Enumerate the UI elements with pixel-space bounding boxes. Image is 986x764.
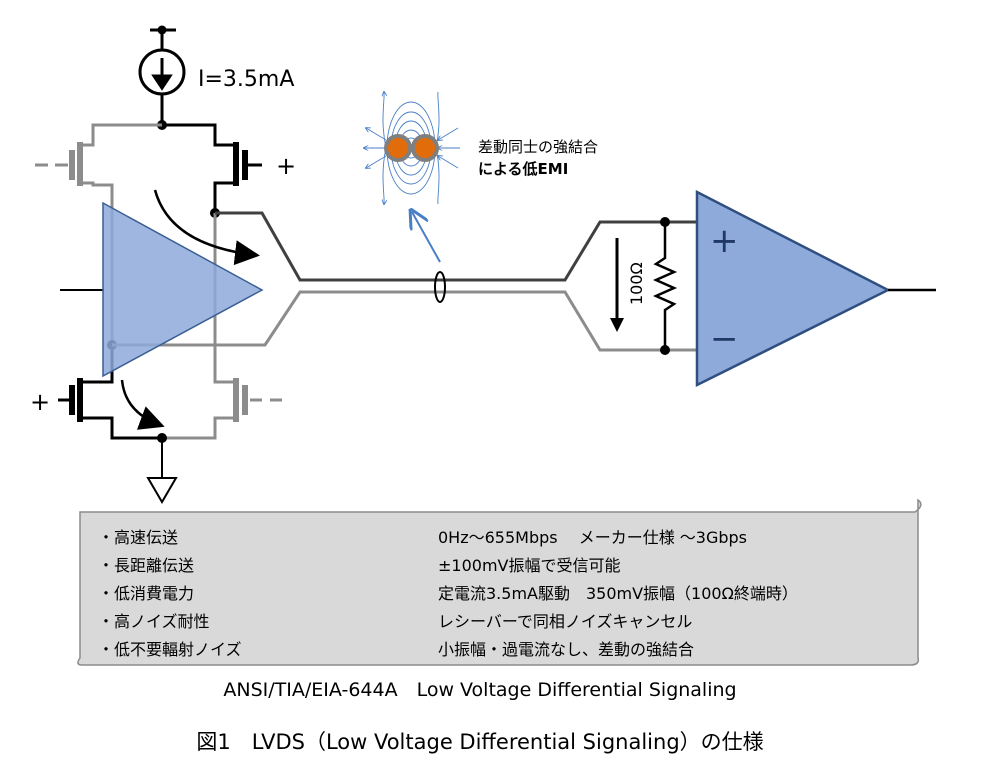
driver-triangle: [102, 201, 264, 378]
conductor-b: [411, 134, 439, 162]
spec-table: ・高速伝送 0Hz～655Mbps メーカー仕様 ～3Gbps ・長距離伝送 ±100…: [98, 524, 918, 664]
ground-symbol: [146, 438, 178, 504]
termination-resistor: [652, 222, 678, 350]
figure-caption: 図1 LVDS（Low Voltage Differential Signali…: [196, 730, 764, 754]
emi-label-1: 差動同士の強結合: [478, 138, 598, 156]
transistor-top-left: [35, 123, 162, 345]
spec-scroll-box: [77, 498, 922, 666]
spec-row: ・長距離伝送 ±100mV振幅で受信可能: [98, 552, 918, 580]
conductor-a: [384, 134, 412, 162]
spec-detail: 0Hz～655Mbps メーカー仕様 ～3Gbps: [438, 528, 748, 547]
spec-row: ・低消費電力 定電流3.5mA駆動 350mV振幅（100Ω終端時）: [98, 580, 918, 608]
current-label: I=3.5mA: [198, 67, 294, 92]
spec-row: ・高ノイズ耐性 レシーバーで同相ノイズキャンセル: [98, 608, 918, 636]
pointer-arrow: [412, 212, 441, 263]
gate-plus-bottom: +: [30, 388, 50, 416]
gate-plus-top: +: [276, 152, 296, 180]
spec-feature: ・高速伝送: [98, 528, 179, 547]
spec-detail: 小振幅・過電流なし、差動の強結合: [438, 640, 695, 659]
spec-feature: ・低消費電力: [98, 584, 195, 603]
transistor-top-right: [162, 123, 262, 213]
twisted-pair-marker: [434, 271, 446, 303]
current-arrow-top: [153, 189, 260, 266]
standard-caption: ANSI/TIA/EIA-644A Low Voltage Differenti…: [223, 679, 737, 701]
spec-row: ・低不要輻射ノイズ 小振幅・過電流なし、差動の強結合: [98, 636, 918, 664]
spec-feature: ・長距離伝送: [98, 556, 195, 575]
receiver-plus: +: [710, 221, 739, 261]
spec-detail: ±100mV振幅で受信可能: [438, 556, 621, 575]
resistor-label: 100Ω: [627, 262, 646, 305]
receiver-minus: −: [710, 319, 739, 359]
line-positive: [215, 211, 697, 282]
current-arrow-bottom: [120, 379, 165, 430]
spec-feature: ・低不要輻射ノイズ: [98, 640, 242, 659]
spec-detail: 定電流3.5mA駆動 350mV振幅（100Ω終端時）: [438, 584, 798, 603]
spec-detail: レシーバーで同相ノイズキャンセル: [438, 612, 693, 631]
current-source: [138, 28, 186, 125]
emi-label-2: による低EMI: [478, 160, 568, 178]
transistor-bottom-left: [58, 345, 162, 440]
supply-node: [157, 25, 167, 35]
spec-row: ・高速伝送 0Hz～655Mbps メーカー仕様 ～3Gbps: [98, 524, 918, 552]
spec-feature: ・高ノイズ耐性: [98, 612, 210, 631]
receiver-triangle: [695, 189, 891, 388]
